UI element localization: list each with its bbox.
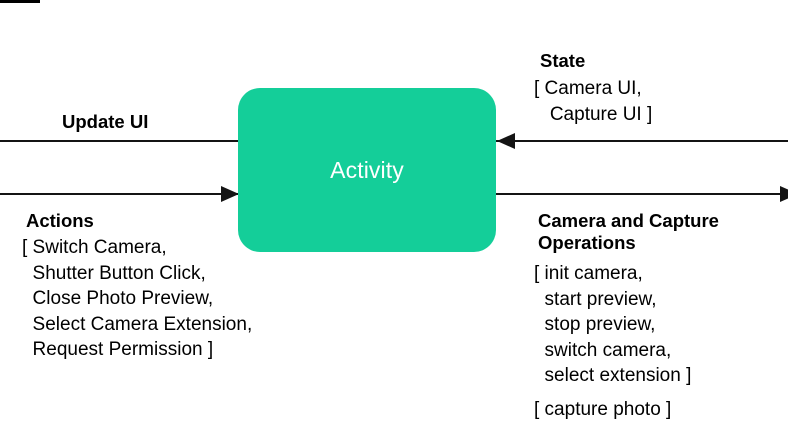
arrowhead-right-actions [221,186,239,202]
edge-items-operations-secondary: [ capture photo ] [534,399,672,420]
node-activity-label: Activity [330,156,404,183]
edge-line-operations [496,193,788,195]
edge-label-operations: Camera and Capture Operations [538,210,719,253]
node-activity[interactable]: Activity [238,88,496,252]
edge-label-state: State [540,50,586,71]
edge-items-actions: [ Switch Camera, Shutter Button Click, C… [22,237,253,360]
edge-items-state: [ Camera UI, Capture UI ] [534,78,653,125]
edge-line-state [496,140,788,142]
edge-line-actions [0,193,240,195]
crop-artifact-bar [0,0,40,3]
edge-line-update-ui [0,140,240,142]
edge-label-actions: Actions [26,210,94,231]
arrowhead-right-operations [780,186,788,202]
arrowhead-left-state [497,133,515,149]
edge-items-operations: [ init camera, start preview, stop previ… [534,263,692,386]
edge-label-update-ui: Update UI [62,111,149,132]
